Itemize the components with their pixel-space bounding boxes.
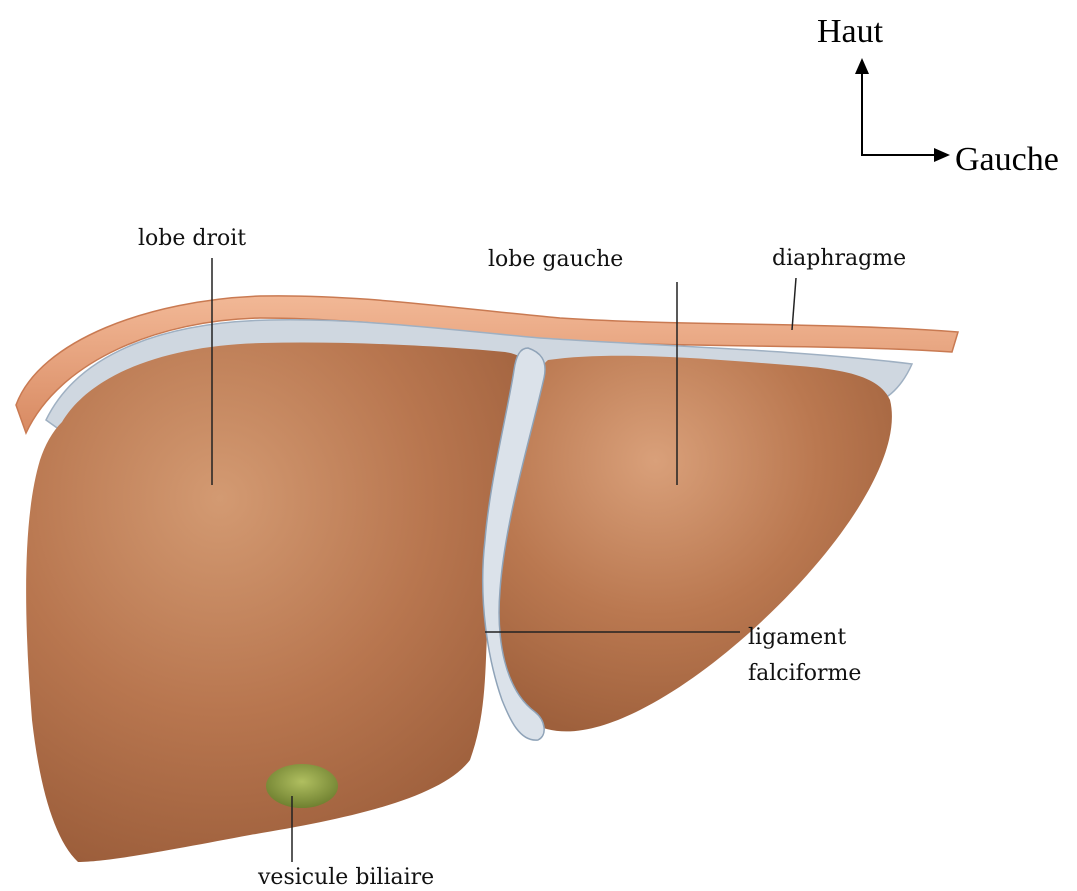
falciform-label-line1: ligament [748,625,846,650]
left-arrow-head [934,148,950,162]
orientation-indicator: Haut Gauche [817,13,1059,178]
diaphragm-leader [792,278,796,330]
left-label: Gauche [955,141,1059,178]
up-label: Haut [817,13,884,50]
diaphragm-label: diaphragme [772,246,906,271]
up-arrow-head [855,58,869,74]
gallbladder [266,764,338,808]
falciform-label-line2: falciforme [748,661,861,686]
left-lobe-label: lobe gauche [488,247,623,272]
gallbladder-label: vesicule biliaire [257,865,434,890]
right-lobe-label: lobe droit [138,226,246,251]
